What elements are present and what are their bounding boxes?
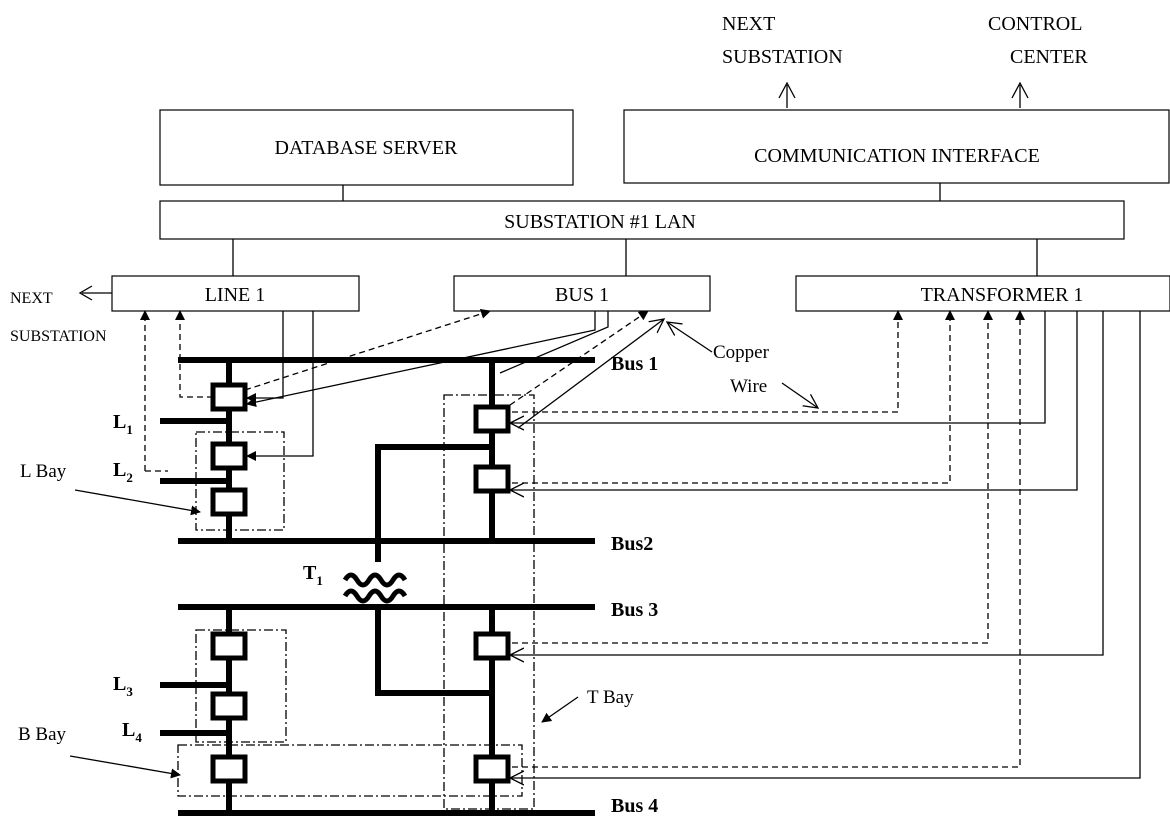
transformer-t1-label: T1 bbox=[303, 562, 323, 588]
transformer1-box bbox=[795, 275, 1170, 312]
substation-lan-box bbox=[159, 200, 1125, 240]
next-substation-top-label-1: NEXT bbox=[722, 13, 775, 35]
breaker-l2 bbox=[210, 441, 248, 471]
line-l2-label: L2 bbox=[113, 459, 133, 485]
side-next-substation-label-2: SUBSTATION bbox=[10, 328, 107, 345]
b-bay-label: B Bay bbox=[18, 724, 67, 745]
communication-interface-label: COMMUNICATION INTERFACE bbox=[754, 145, 1040, 167]
breaker-l3 bbox=[210, 691, 248, 721]
line-l1-label: L1 bbox=[113, 411, 133, 437]
substation-lan-label: SUBSTATION #1 LAN bbox=[504, 211, 696, 233]
left-arrow-next-substation bbox=[78, 285, 112, 301]
b-bay-pointer bbox=[69, 755, 181, 779]
l-bay-pointer bbox=[74, 489, 201, 516]
bus1-box bbox=[453, 275, 711, 312]
breaker-t-lower bbox=[473, 631, 511, 661]
breaker-b-left bbox=[210, 754, 248, 784]
t-bay-label: T Bay bbox=[587, 687, 634, 708]
copper-wire-label-2: Wire bbox=[730, 376, 767, 397]
bus1-label: BUS 1 bbox=[555, 284, 609, 306]
breaker-l3-top bbox=[210, 631, 248, 661]
database-server-label: DATABASE SERVER bbox=[275, 137, 459, 159]
l-bay-label: L Bay bbox=[20, 461, 67, 482]
breaker-t-upper bbox=[473, 404, 511, 434]
breaker-t-mid bbox=[473, 464, 511, 494]
up-arrow-next-substation bbox=[778, 81, 796, 108]
bus-4-label: Bus 4 bbox=[611, 795, 658, 816]
transformer1-label: TRANSFORMER 1 bbox=[921, 284, 1084, 306]
bus-1-label: Bus 1 bbox=[611, 353, 658, 375]
line1-label: LINE 1 bbox=[205, 284, 266, 306]
up-arrow-control-center bbox=[1011, 81, 1029, 108]
bus-3-label: Bus 3 bbox=[611, 599, 658, 621]
breaker-l1 bbox=[210, 382, 248, 412]
transformer-t1-symbol bbox=[340, 562, 410, 604]
side-next-substation-label-1: NEXT bbox=[10, 290, 53, 307]
control-center-label-1: CONTROL bbox=[988, 13, 1082, 35]
copper-wire-label-1: Copper bbox=[713, 342, 770, 363]
next-substation-top-label-2: SUBSTATION bbox=[722, 46, 843, 68]
t-bay-pointer bbox=[541, 696, 579, 723]
line-l4-label: L4 bbox=[122, 719, 142, 745]
database-server-box bbox=[159, 109, 574, 186]
line-l3-label: L3 bbox=[113, 673, 133, 699]
communication-interface-box bbox=[623, 109, 1170, 184]
breaker-lbay bbox=[210, 487, 248, 517]
control-center-label-2: CENTER bbox=[1010, 46, 1088, 68]
bus-2-label: Bus2 bbox=[611, 533, 653, 555]
breaker-b-right bbox=[473, 754, 511, 784]
